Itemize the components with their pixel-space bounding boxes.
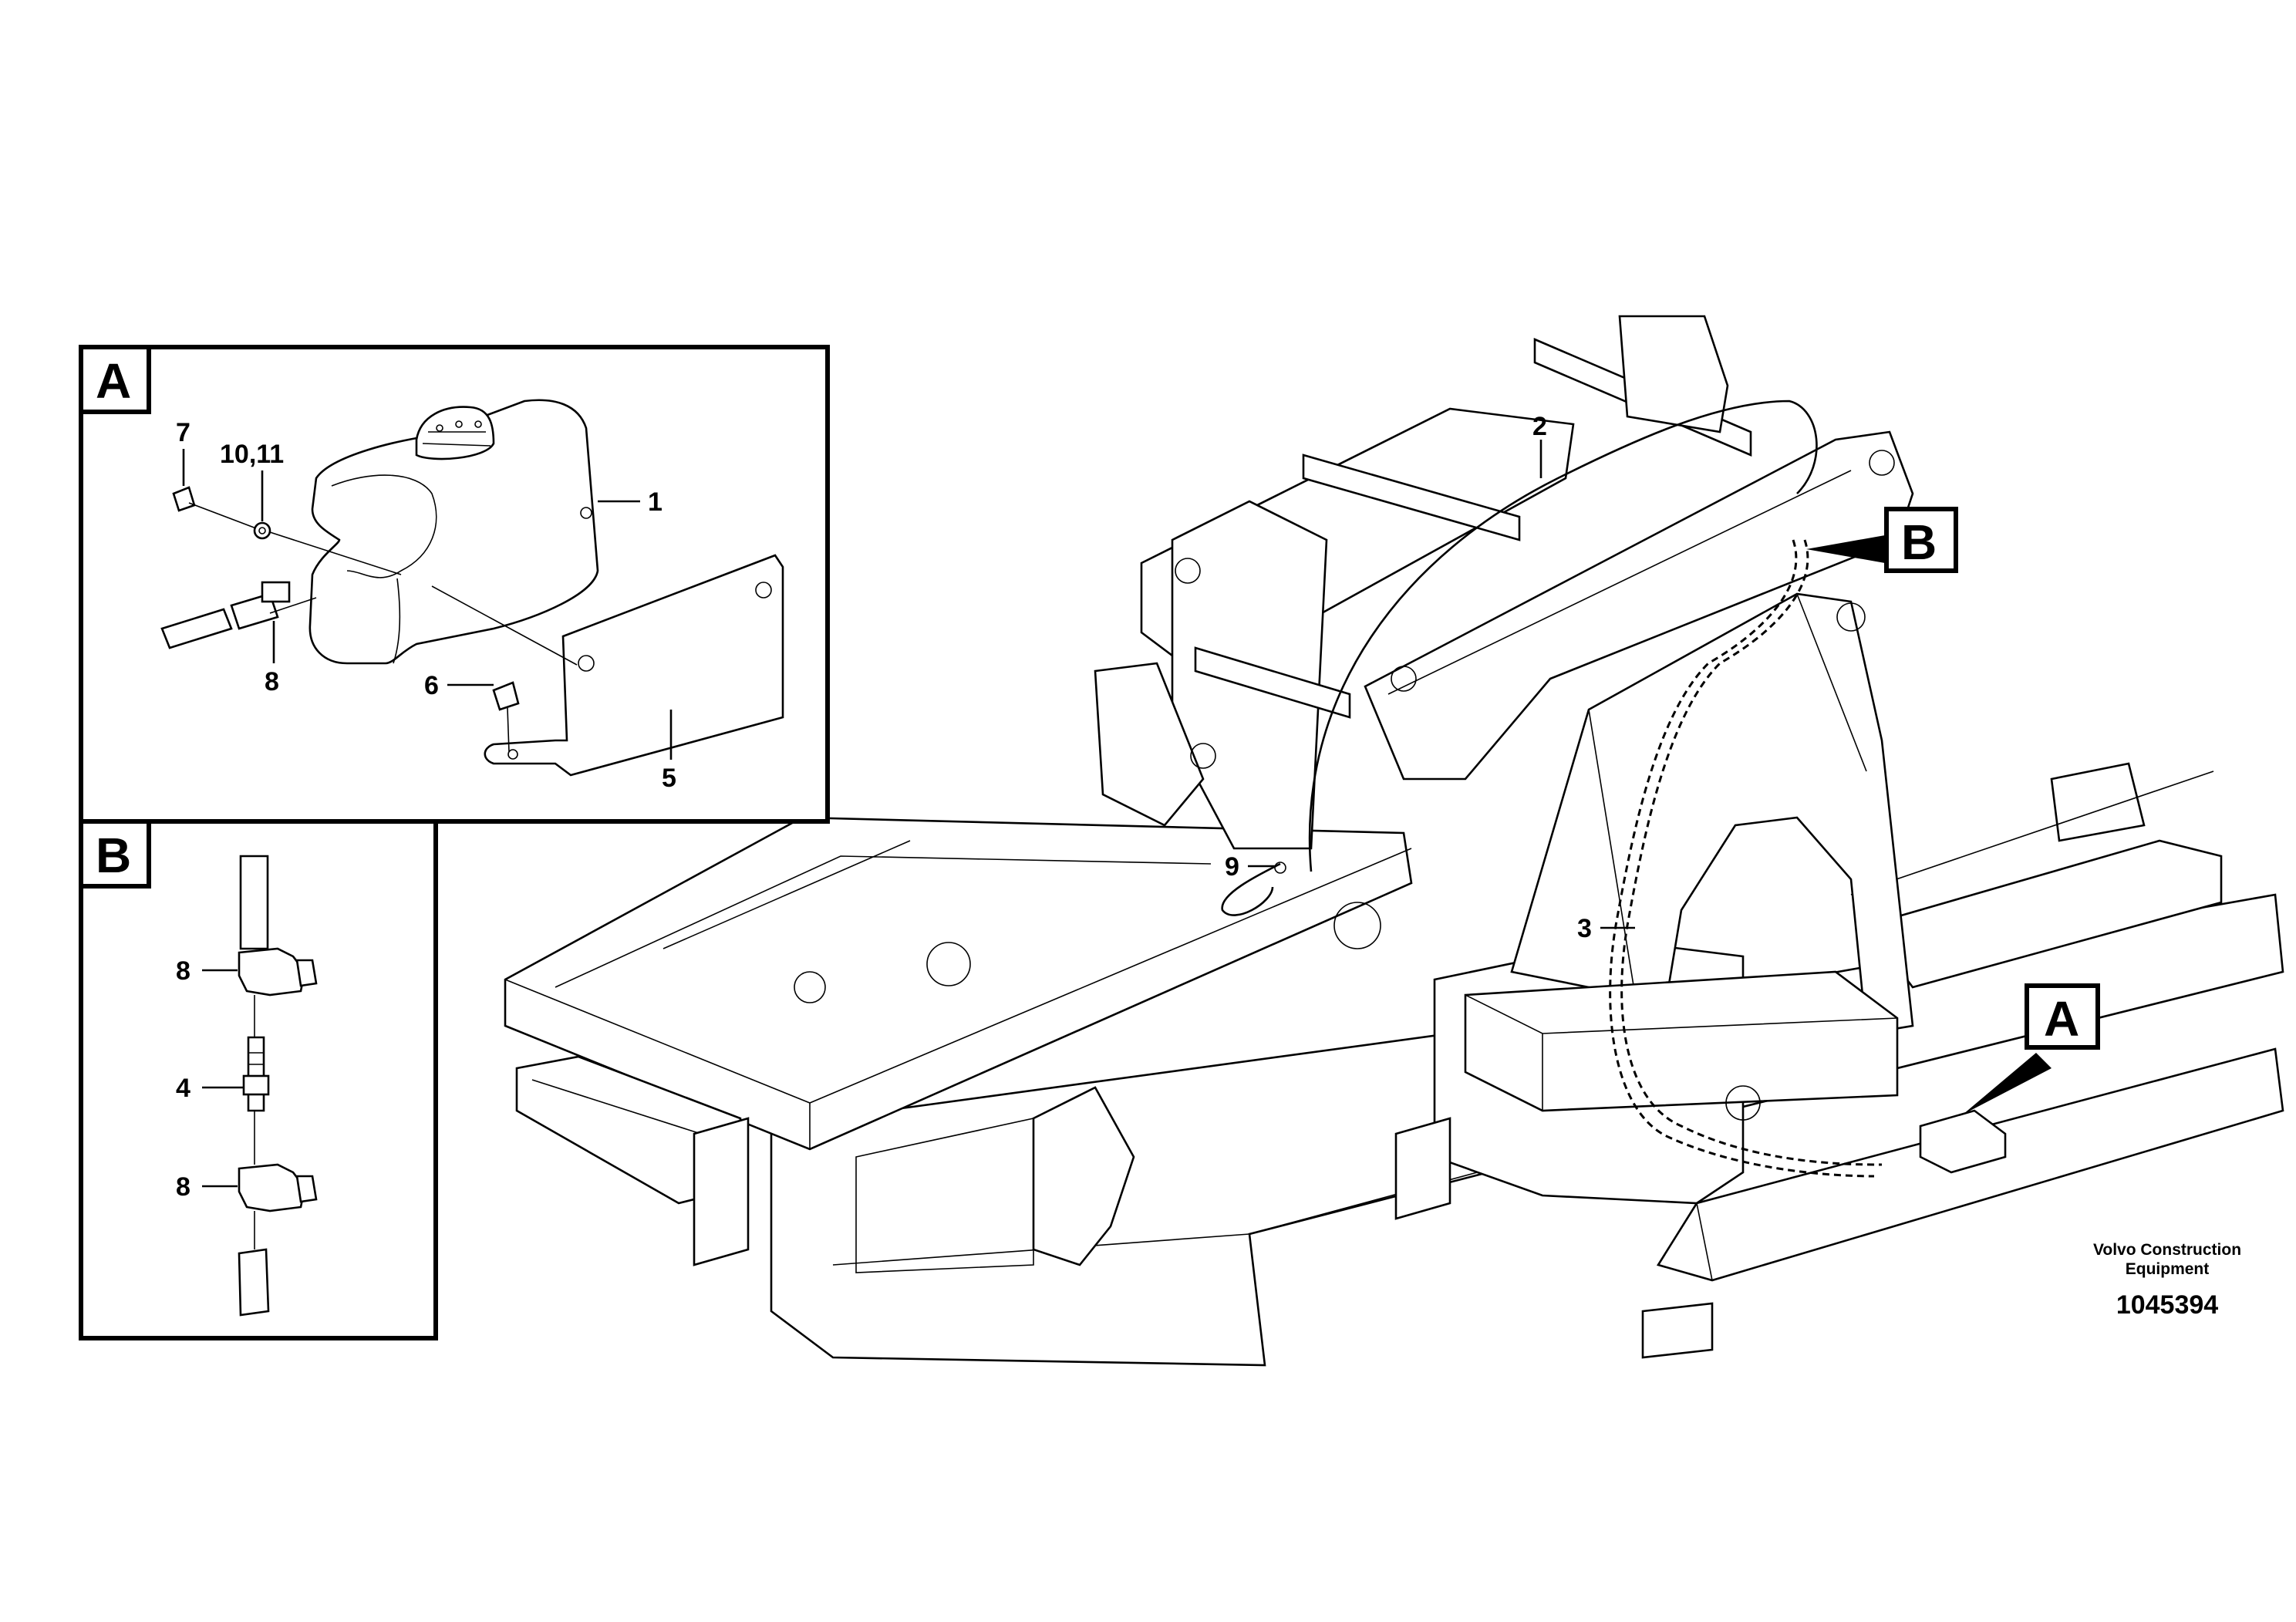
callout-1: 1 xyxy=(648,487,663,517)
mounting-plate xyxy=(484,554,784,777)
callout-7: 7 xyxy=(176,418,190,447)
callout-10-11: 10,11 xyxy=(220,440,284,469)
connector-4 xyxy=(247,1036,265,1112)
brand-line-1: Volvo Construction xyxy=(2093,1241,2241,1259)
footer: Volvo Construction Equipment 1045394 xyxy=(2093,1241,2241,1320)
callout-8-bottom: 8 xyxy=(176,1172,190,1202)
detail-b-panel: B 8 4 8 xyxy=(79,819,438,1340)
ref-box-a xyxy=(2025,983,2100,1050)
detail-a-letter: A xyxy=(96,353,131,409)
callout-9: 9 xyxy=(1225,852,1239,882)
elbow-fitting-top xyxy=(238,947,306,996)
detail-b-letter-box xyxy=(79,819,151,889)
detail-b-letter: B xyxy=(96,828,131,883)
callout-3: 3 xyxy=(1577,914,1592,943)
callout-6: 6 xyxy=(424,671,439,700)
ref-letter-b: B xyxy=(1901,514,1937,570)
callout-8-top: 8 xyxy=(176,956,190,986)
callout-8: 8 xyxy=(265,667,279,696)
callout-4: 4 xyxy=(176,1074,190,1103)
main-view-callouts: 2 3 9 B A xyxy=(1225,412,2100,1114)
detail-a-panel: A xyxy=(79,345,830,824)
ref-letter-a: A xyxy=(2044,991,2079,1047)
brand-line-2: Equipment xyxy=(2126,1260,2210,1278)
machine-frame-drawing xyxy=(504,315,2284,1367)
callout-5: 5 xyxy=(662,764,676,793)
callout-2: 2 xyxy=(1532,412,1547,441)
ref-box-b xyxy=(1884,507,1958,573)
elbow-fitting-bottom xyxy=(238,1163,306,1212)
detail-a-letter-box xyxy=(79,345,151,414)
document-number: 1045394 xyxy=(2116,1290,2218,1320)
filler-cap xyxy=(415,406,495,460)
